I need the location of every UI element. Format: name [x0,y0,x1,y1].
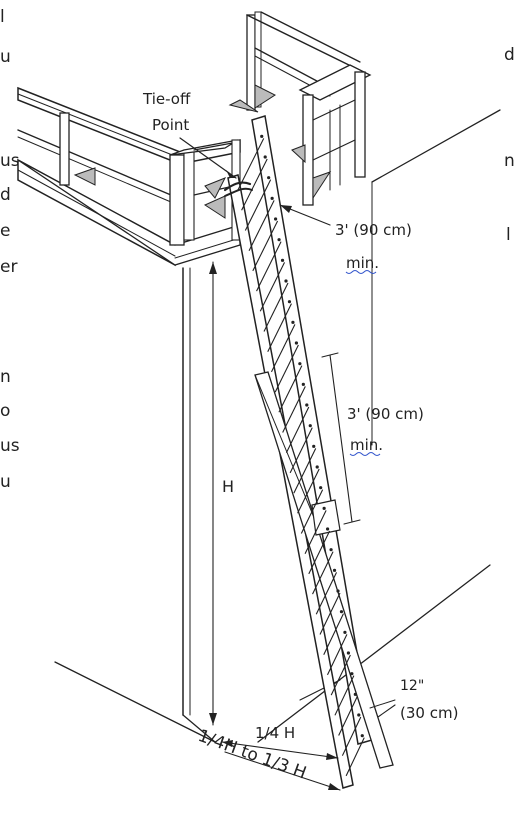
tie-off-label-line2: Point [152,116,189,134]
cropped-fragment: d [504,45,515,65]
overlap-min-label: min. [350,436,383,454]
ladder-rung [267,303,292,352]
ladder-rung [278,365,303,413]
cropped-fragment: l [0,7,5,27]
ladder-rung [241,158,268,211]
top-extension-min-label: min. [346,254,379,272]
cropped-fragment: n [0,367,11,387]
spellcheck-underline [345,270,377,274]
ladder-rung [289,427,313,474]
tie-off-rope [179,137,253,197]
rung-rivet [267,176,271,180]
rung-rivet [346,651,350,655]
cropped-fragment: us [0,151,20,171]
rung-rivet [339,610,344,614]
ladder-rung [256,241,282,292]
ladder-rung [270,324,296,373]
rung-spacing-metric-label: (30 cm) [400,704,458,722]
ladder-rung [282,386,306,433]
ladder-rung [312,551,334,595]
rung-rivet [326,527,330,531]
ladderway-gate [228,11,372,206]
ladder-rung [300,489,324,534]
tie-off-label-line1: Tie-off [142,90,191,108]
rung-rivet [305,403,309,407]
height-label: H [222,477,234,496]
rung-rivet [298,362,302,366]
rung-rivet [270,196,274,200]
ladder-rung [248,200,275,251]
cropped-fragment: us [0,436,20,456]
rung-rivet [360,734,364,738]
rung-rivet [336,589,340,593]
rung-rivet [357,713,361,717]
cropped-fragment: n [504,151,515,171]
rung-rivet [343,630,347,634]
ladder-rung [252,220,279,272]
rung-rivet [350,672,354,676]
ladder-rung [293,448,317,494]
ladder-rung [334,675,355,716]
ladder-rung [263,282,289,332]
ladder-rung [285,406,310,453]
ladder-rung [244,179,272,231]
rung-rivet [294,341,298,345]
rung-rivet [308,424,312,428]
extension-ladder [227,115,394,789]
spellcheck-underline [349,452,381,456]
ladder-rung [345,737,365,777]
rung-rivet [274,217,278,221]
cropped-fragment: o [0,401,10,421]
cropped-text-left: l u us d e er n o us u [0,7,20,492]
rung-rivet [277,238,281,242]
ladder-rung [323,613,344,655]
ladder-rung [297,468,320,514]
cropped-fragment: u [0,47,11,67]
ladder-rung [259,262,286,312]
overlap-label: 3' (90 cm) [347,405,424,423]
ladder-rung [315,572,338,615]
cropped-fragment: u [0,472,11,492]
cropped-text-right: d n l [504,45,515,245]
rung-rivet [315,465,319,469]
rung-rivet [312,444,316,448]
ladder-rung [308,530,331,575]
ladder-rungs [237,134,365,777]
roof-parapet [17,86,241,267]
rung-rivet [353,692,357,696]
ladder-rung [304,510,327,554]
rung-rivet [329,548,333,552]
ladder-rung [326,634,348,676]
top-extension-label: 3' (90 cm) [335,221,412,239]
rung-rivet [280,258,285,262]
rung-rivet [319,486,323,490]
rung-rivet [260,134,264,138]
building-wall [182,109,501,743]
rung-rivet [291,320,295,324]
ladder-rung [319,592,341,635]
rung-rivet [287,300,292,304]
ladder-rung [341,716,362,756]
ladder-rung [274,344,299,393]
rung-spacing-label: 12" [400,678,424,694]
rung-rivet [301,382,305,386]
cropped-fragment: er [0,257,17,277]
dimension-lines [209,204,396,791]
ladder-rung [338,696,358,736]
rung-rivet [284,279,288,283]
quarter-h-label: 1/4 H [255,724,295,742]
rung-rivet [322,506,326,510]
cropped-fragment: d [0,185,11,205]
cropped-fragment: l [506,225,511,245]
rung-rivet [263,155,267,159]
rung-rivet [332,568,337,572]
cropped-fragment: e [0,221,10,241]
ladder-rung [330,654,351,696]
